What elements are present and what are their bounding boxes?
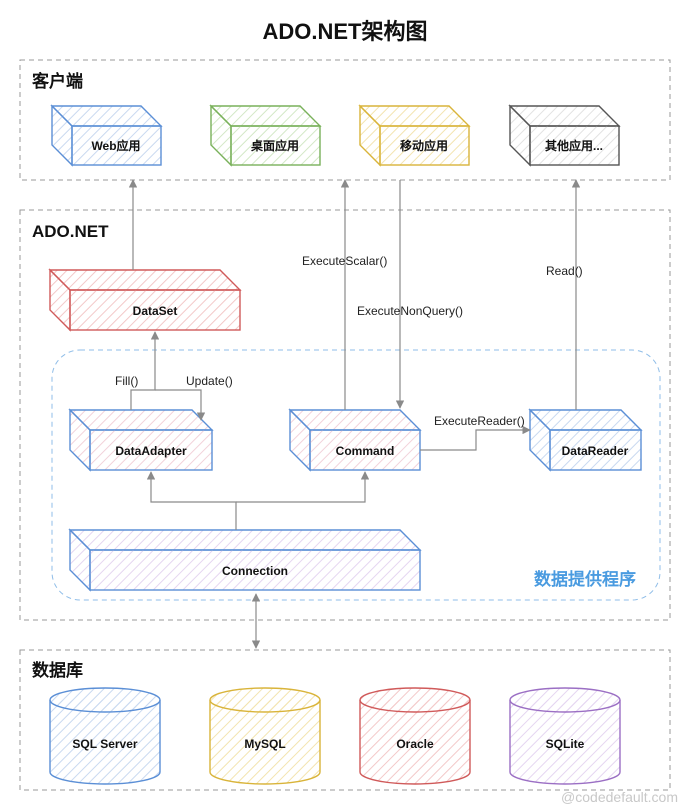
adonet-section-label: ADO.NET [32,222,109,241]
command-box: Command [288,408,422,472]
database-section-label: 数据库 [32,660,83,680]
arrow-fill [130,331,160,410]
database-label-oracle: Oracle [396,737,434,751]
client-box-web: Web应用 [50,104,163,167]
database-section [19,649,671,791]
dataadapter-label: DataAdapter [115,444,187,458]
arrow-update [155,389,206,421]
client-box-mobile: 移动应用 [358,104,471,167]
edge-label-execute-reader: ExecuteReader() [434,414,525,428]
edge-label-fill: Fill() [115,374,138,388]
arrow-connection-to-dataadapter [146,471,237,530]
client-label-web: Web应用 [91,138,140,153]
command-label: Command [336,444,395,458]
database-oracle: Oracle [359,687,471,785]
database-mysql: MySQL [209,687,321,785]
arrow-execute-reader [420,425,531,451]
edge-label-execute-scalar: ExecuteScalar() [302,254,387,268]
client-label-other: 其他应用... [545,138,603,153]
edge-label-read: Read() [546,264,583,278]
database-label-sqlite: SQLite [546,737,585,751]
client-box-desktop: 桌面应用 [209,104,322,167]
client-box-other: 其他应用... [508,104,621,167]
arrow-connection-to-command [236,471,370,503]
connection-box: Connection [68,528,422,592]
database-label-sqlserver: SQL Server [72,737,137,751]
watermark: @codedefault.com [561,789,678,805]
database-sqlserver: SQL Server [49,687,161,785]
database-sqlite: SQLite [509,687,621,785]
data-provider-label: 数据提供程序 [534,569,636,589]
datareader-label: DataReader [562,444,629,458]
edge-label-execute-nonquery: ExecuteNonQuery() [357,304,463,318]
data-provider-container [51,349,661,601]
edge-label-update: Update() [186,374,233,388]
client-label-mobile: 移动应用 [400,138,448,153]
database-label-mysql: MySQL [244,737,285,751]
dataadapter-box: DataAdapter [68,408,214,472]
client-label-desktop: 桌面应用 [250,138,299,153]
client-section [19,59,671,181]
dataset-label: DataSet [133,304,178,318]
connection-label: Connection [222,564,288,578]
client-section-label: 客户端 [31,71,83,91]
datareader-box: DataReader [528,408,643,472]
page-title: ADO.NET架构图 [262,19,427,44]
dataset-box: DataSet [48,268,242,332]
